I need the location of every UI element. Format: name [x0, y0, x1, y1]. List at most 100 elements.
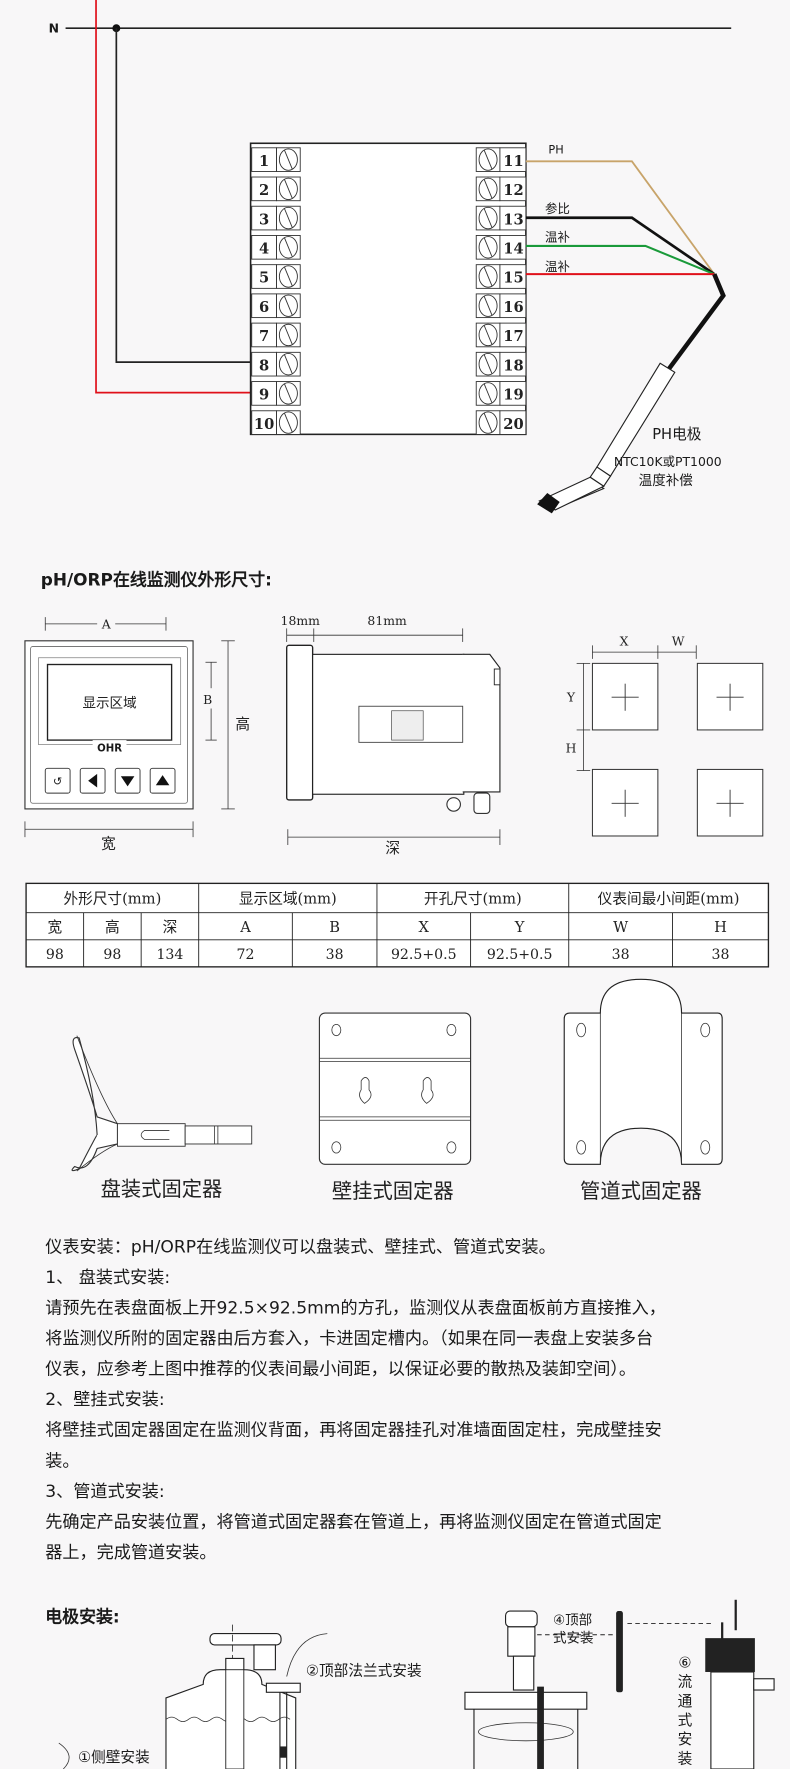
screw-icon — [278, 323, 298, 347]
left-button[interactable] — [79, 767, 106, 794]
cutout-y-label: Y — [566, 690, 576, 705]
screw-icon — [478, 265, 498, 288]
table-column-header: 高 — [105, 919, 120, 936]
screw-icon — [478, 206, 498, 230]
sensor-type-label: NTC10K或PT1000 — [614, 454, 722, 469]
ph-wire — [525, 160, 716, 275]
ph-wire-label: PH — [548, 143, 563, 156]
instruction-line: 将监测仪所附的固定器由后方套入，卡进固定槽内。（如果在同一表盘上安装多台 — [45, 1329, 653, 1349]
reference-wire — [525, 216, 716, 276]
table-column-header: W — [613, 919, 629, 936]
screw-icon — [478, 411, 498, 434]
spacing-h-label: H — [566, 741, 577, 756]
screw-icon — [478, 323, 498, 347]
flow-label-char: 流 — [678, 1674, 693, 1691]
terminal-number: 7 — [259, 328, 269, 345]
terminal-number: 2 — [259, 182, 269, 199]
ref-wire-label: 参比 — [545, 201, 570, 216]
pipe-mount-label: 管道式固定器 — [580, 1179, 702, 1203]
table-column-header: X — [419, 919, 430, 936]
table-column-header: A — [239, 919, 251, 936]
top-mount-label-2: 式安装 — [553, 1631, 594, 1647]
table-cell: 38 — [712, 947, 730, 963]
terminal-number: 15 — [503, 270, 523, 287]
table-cell: 98 — [46, 947, 64, 963]
panel-mount-bracket: 盘装式固定器 — [71, 1035, 253, 1201]
left-arrow-icon — [88, 773, 98, 788]
terminal-number: 10 — [254, 416, 274, 433]
temp1-wire-label: 温补 — [545, 229, 570, 244]
down-arrow-icon — [120, 776, 135, 787]
screw-icon — [278, 236, 298, 259]
dim-b-label: B — [203, 692, 212, 707]
terminal-number: 12 — [503, 182, 523, 199]
terminal-number: 14 — [503, 241, 523, 258]
screw-icon — [478, 148, 498, 171]
flow-label-char: 式 — [678, 1712, 693, 1729]
side-view: 18mm 81mm 深 — [281, 613, 501, 857]
terminal-number: 3 — [259, 211, 269, 228]
depth-label: 深 — [385, 840, 400, 857]
terminal-13: 13 — [475, 205, 527, 231]
dimensions-title: pH/ORP在线监测仪外形尺寸: — [41, 570, 272, 590]
screw-icon — [278, 411, 298, 434]
table-group-header: 仪表间最小间距(mm) — [598, 891, 740, 908]
cutout-x-label: X — [620, 633, 629, 648]
top-mount-label-1: ④顶部 — [553, 1613, 592, 1629]
temp2-wire-label: 温补 — [545, 259, 570, 274]
flow-label-char: 通 — [678, 1693, 693, 1710]
terminal-number: 1 — [259, 153, 269, 170]
terminal-1: 1 — [251, 147, 301, 172]
ph-electrode — [537, 273, 726, 514]
table-column-header: B — [329, 919, 340, 936]
instruction-line: 请预先在表盘面板上开92.5×92.5mm的方孔，监测仪从表盘面板前方直接推入， — [45, 1298, 666, 1318]
panel-cutout — [696, 768, 764, 837]
panel-cutout — [591, 768, 659, 837]
instruction-line: 仪表安装：pH/ORP在线监测仪可以盘装式、壁挂式、管道式安装。 — [45, 1237, 555, 1257]
table-cell: 38 — [326, 947, 344, 963]
terminal-8: 8 — [251, 351, 301, 377]
screw-icon — [278, 353, 298, 376]
return-button[interactable]: ↺ — [44, 767, 71, 794]
screw-icon — [278, 206, 298, 230]
terminal-number: 20 — [503, 416, 523, 433]
pipe-mount-bracket: 管道式固定器 — [563, 978, 723, 1203]
neutral-label: N — [49, 21, 59, 36]
electrode-label: PH电极 — [652, 426, 702, 443]
terminal-number: 19 — [503, 387, 523, 404]
flow-label-char: ⑥ — [678, 1654, 691, 1671]
installation-instructions: 仪表安装：pH/ORP在线监测仪可以盘装式、壁挂式、管道式安装。 1、 盘装式安装… — [45, 1237, 666, 1563]
brand-logo: OHR — [97, 743, 122, 754]
spacing-w-label: W — [672, 633, 685, 648]
screw-icon — [478, 236, 498, 259]
body-depth-label: 81mm — [367, 613, 407, 628]
instruction-line: 3、管道式安装: — [45, 1482, 164, 1502]
instruction-line: 1、 盘装式安装: — [45, 1268, 170, 1288]
front-depth-label: 18mm — [281, 613, 321, 628]
terminal-12: 12 — [475, 176, 527, 202]
terminal-number: 17 — [503, 328, 523, 345]
electrode-install-title: 电极安装: — [45, 1606, 119, 1626]
return-icon: ↺ — [53, 775, 62, 788]
screw-icon — [478, 177, 498, 201]
panel-cutout — [591, 662, 659, 731]
terminal-3: 3 — [251, 205, 301, 231]
table-group-header: 外形尺寸(mm) — [63, 891, 161, 908]
terminal-2: 2 — [251, 176, 301, 202]
flow-cell-illustration — [705, 1599, 775, 1769]
screw-icon — [478, 382, 498, 405]
instruction-line: 将壁挂式固定器固定在监测仪背面，再将固定器挂孔对准墙面固定柱，完成壁挂安 — [45, 1421, 662, 1441]
terminal-number: 6 — [259, 299, 269, 316]
up-button[interactable] — [149, 767, 176, 794]
screw-icon — [478, 353, 498, 376]
table-column-header: H — [714, 919, 727, 936]
width-label: 宽 — [101, 835, 116, 852]
table-cell: 134 — [156, 947, 183, 963]
down-button[interactable] — [114, 767, 141, 794]
screw-icon — [278, 294, 298, 317]
cutout-diagram: X W Y H — [566, 633, 764, 837]
terminal-number: 16 — [503, 299, 523, 316]
wall-mount-bracket: 壁挂式固定器 — [318, 1012, 472, 1203]
